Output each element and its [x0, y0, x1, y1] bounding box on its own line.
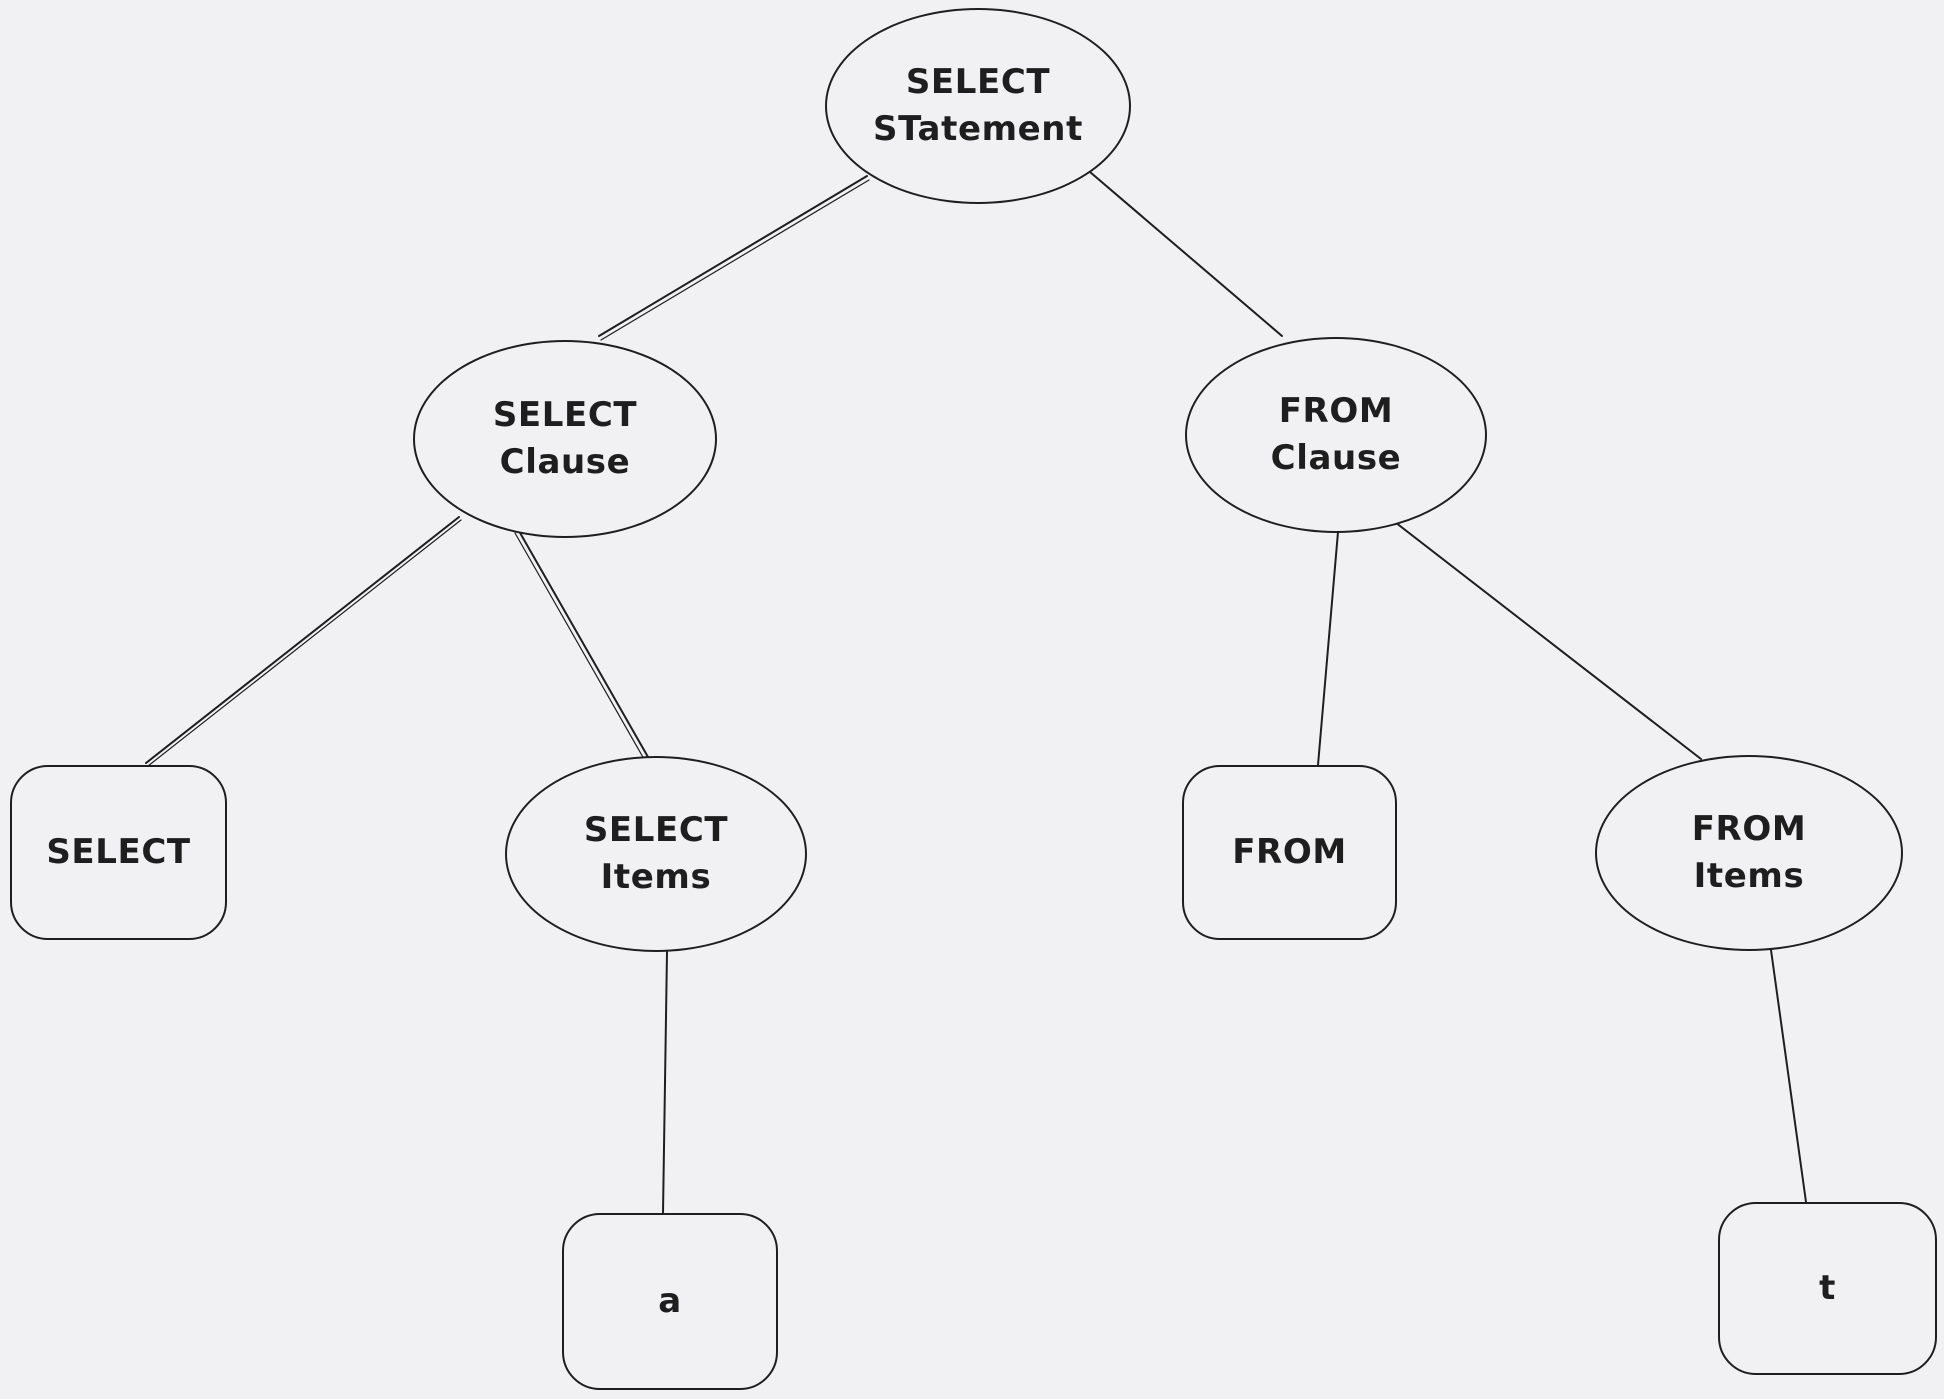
- node-from-keyword: FROM: [1182, 765, 1397, 940]
- edge-select-clause-to-select-keyword-echo: [147, 519, 462, 767]
- node-table-t: t: [1718, 1202, 1937, 1375]
- edge-select-items-to-column-a: [662, 951, 668, 1214]
- node-select-keyword-label: SELECT: [46, 832, 191, 873]
- edge-select-clause-to-select-items: [518, 530, 649, 758]
- edge-select-statement-to-select-clause-echo: [600, 179, 870, 341]
- edge-select-clause-to-select-items-echo: [514, 532, 645, 760]
- edge-from-items-to-table-t: [1770, 949, 1807, 1203]
- node-select-keyword: SELECT: [10, 765, 227, 940]
- edge-select-clause-to-select-keyword: [145, 516, 460, 764]
- node-select-items-label: SELECT Items: [583, 810, 729, 897]
- node-select-statement-label: SELECT STatement: [873, 62, 1083, 149]
- edge-from-clause-to-from-items: [1390, 518, 1702, 760]
- edge-select-statement-to-select-clause: [598, 175, 868, 337]
- node-table-t-label: t: [1819, 1268, 1836, 1309]
- node-from-items: FROM Items: [1595, 755, 1903, 951]
- node-from-clause-label: FROM Clause: [1270, 391, 1402, 478]
- edge-select-statement-to-from-clause: [1089, 171, 1283, 337]
- node-from-items-label: FROM Items: [1691, 809, 1807, 896]
- edge-from-clause-to-from-keyword: [1317, 531, 1339, 766]
- node-select-statement: SELECT STatement: [825, 8, 1131, 204]
- node-from-clause: FROM Clause: [1185, 337, 1487, 533]
- node-select-items: SELECT Items: [505, 756, 807, 952]
- node-column-a: a: [562, 1213, 778, 1390]
- node-from-keyword-label: FROM: [1232, 832, 1347, 873]
- node-column-a-label: a: [658, 1281, 682, 1322]
- node-select-clause: SELECT Clause: [413, 340, 717, 538]
- node-select-clause-label: SELECT Clause: [492, 395, 638, 482]
